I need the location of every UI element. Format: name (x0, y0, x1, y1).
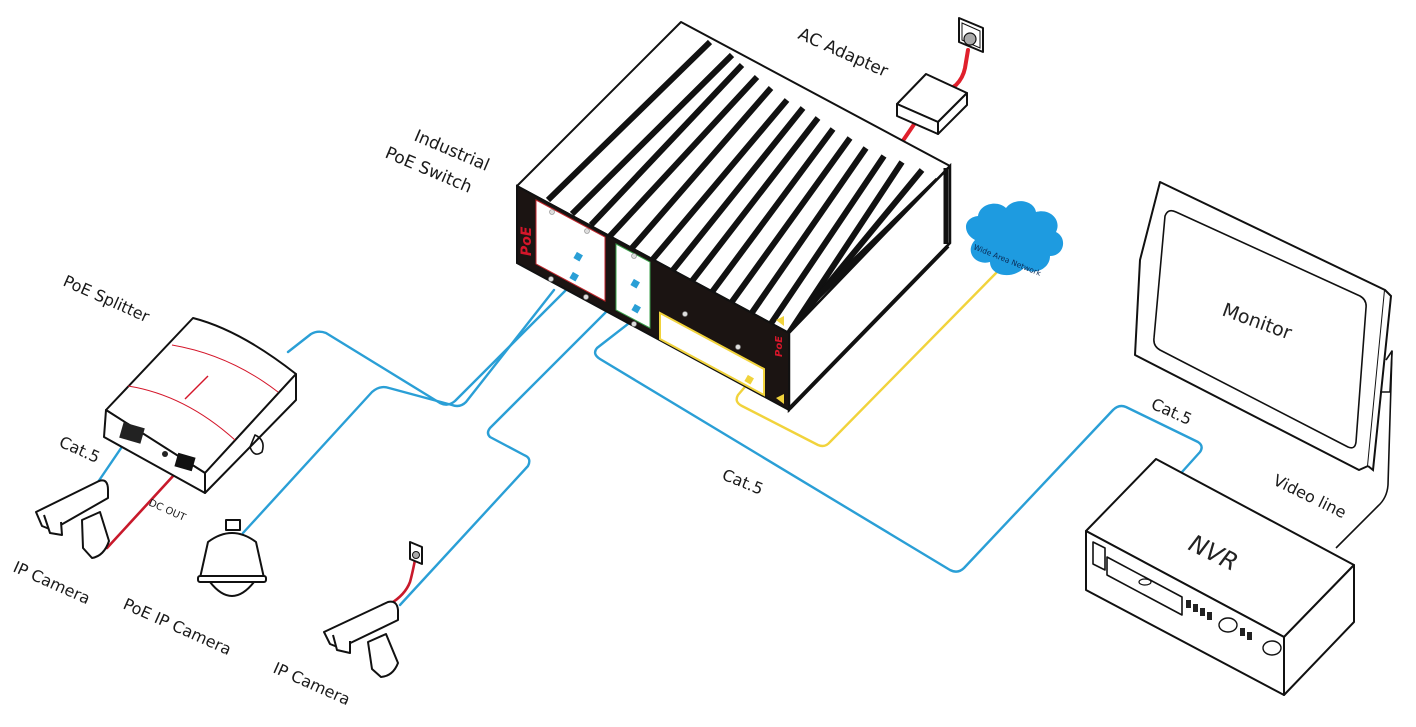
monitor: Monitor (1134, 181, 1393, 472)
switch-poe-mark-side: PoE (774, 336, 785, 357)
switch-poe-mark: PoE (519, 226, 535, 256)
cable-switch-to-wan (735, 268, 1001, 448)
power-outlet-icon (958, 17, 984, 53)
cat5-mid-label: Cat.5 (720, 465, 767, 499)
ac-adapter-label: AC Adapter (795, 24, 891, 81)
heatsink-fins (545, 39, 941, 335)
industrial-poe-switch: PoE PoE (516, 21, 952, 414)
cat5-nvr-label: Cat.5 (1148, 394, 1195, 429)
poe-ip-camera-icon (197, 519, 267, 597)
cable-ip-camera-to-switch (398, 282, 636, 607)
cable-switch-to-nvr (593, 315, 1203, 573)
poe-splitter (103, 317, 297, 494)
wan-cloud-icon: Wide Area Network (965, 201, 1064, 278)
ac-adapter (896, 73, 968, 135)
cat5-splitter-label: Cat.5 (56, 432, 103, 467)
ip-camera-left-icon (35, 479, 110, 559)
wan-connector (744, 374, 754, 385)
poe-ip-camera-label: PoE IP Camera (120, 594, 234, 659)
port-window-1 (535, 199, 606, 302)
ip-camera-left-label: IP Camera (10, 557, 93, 608)
cable-dc-out (105, 461, 187, 550)
ip-camera-bottom-label: IP Camera (270, 658, 353, 709)
dc-out-label: DC OUT (147, 498, 188, 524)
cable-outlet-to-adapter (944, 48, 970, 94)
screws (548, 209, 741, 350)
cable-splitter-to-switch (286, 276, 580, 406)
rj45-connectors (569, 251, 641, 314)
cable-bottom-camera-power (388, 558, 417, 606)
cables (96, 48, 1393, 607)
cable-video-line (1335, 350, 1393, 549)
video-line-label: Video line (1270, 471, 1349, 523)
nvr: NVR (1085, 458, 1355, 696)
cable-poe-camera-to-switch (241, 288, 556, 535)
ip-camera-bottom-icon (323, 541, 423, 678)
sfp-window (659, 311, 765, 397)
nvr-buttons (1186, 600, 1252, 640)
splitter-label: PoE Splitter (60, 271, 152, 326)
